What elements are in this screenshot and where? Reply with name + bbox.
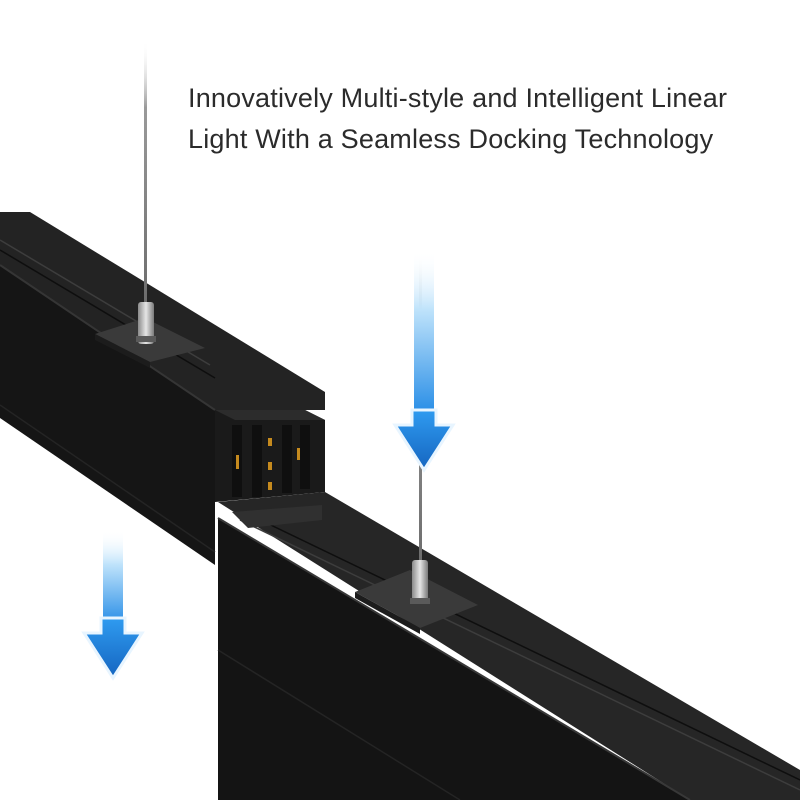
wire-gripper	[138, 302, 154, 344]
contact-pin	[236, 455, 239, 469]
headline-line-2: Light With a Seamless Docking Technology	[188, 124, 714, 154]
suspension-wire	[144, 40, 147, 310]
contact-pin	[268, 462, 272, 470]
wire-gripper	[412, 560, 428, 604]
contact-pin	[268, 438, 272, 446]
contact-pin	[268, 482, 272, 490]
docking-connector	[215, 410, 325, 502]
headline: Innovatively Multi-style and Intelligent…	[188, 78, 788, 160]
left-suspension	[95, 40, 205, 368]
contact-pin	[297, 448, 300, 460]
left-profile	[0, 212, 325, 565]
headline-line-1: Innovatively Multi-style and Intelligent…	[188, 83, 728, 113]
arrow-down-icon	[81, 530, 145, 681]
arrow-down-icon	[392, 250, 456, 473]
right-profile	[217, 492, 800, 800]
